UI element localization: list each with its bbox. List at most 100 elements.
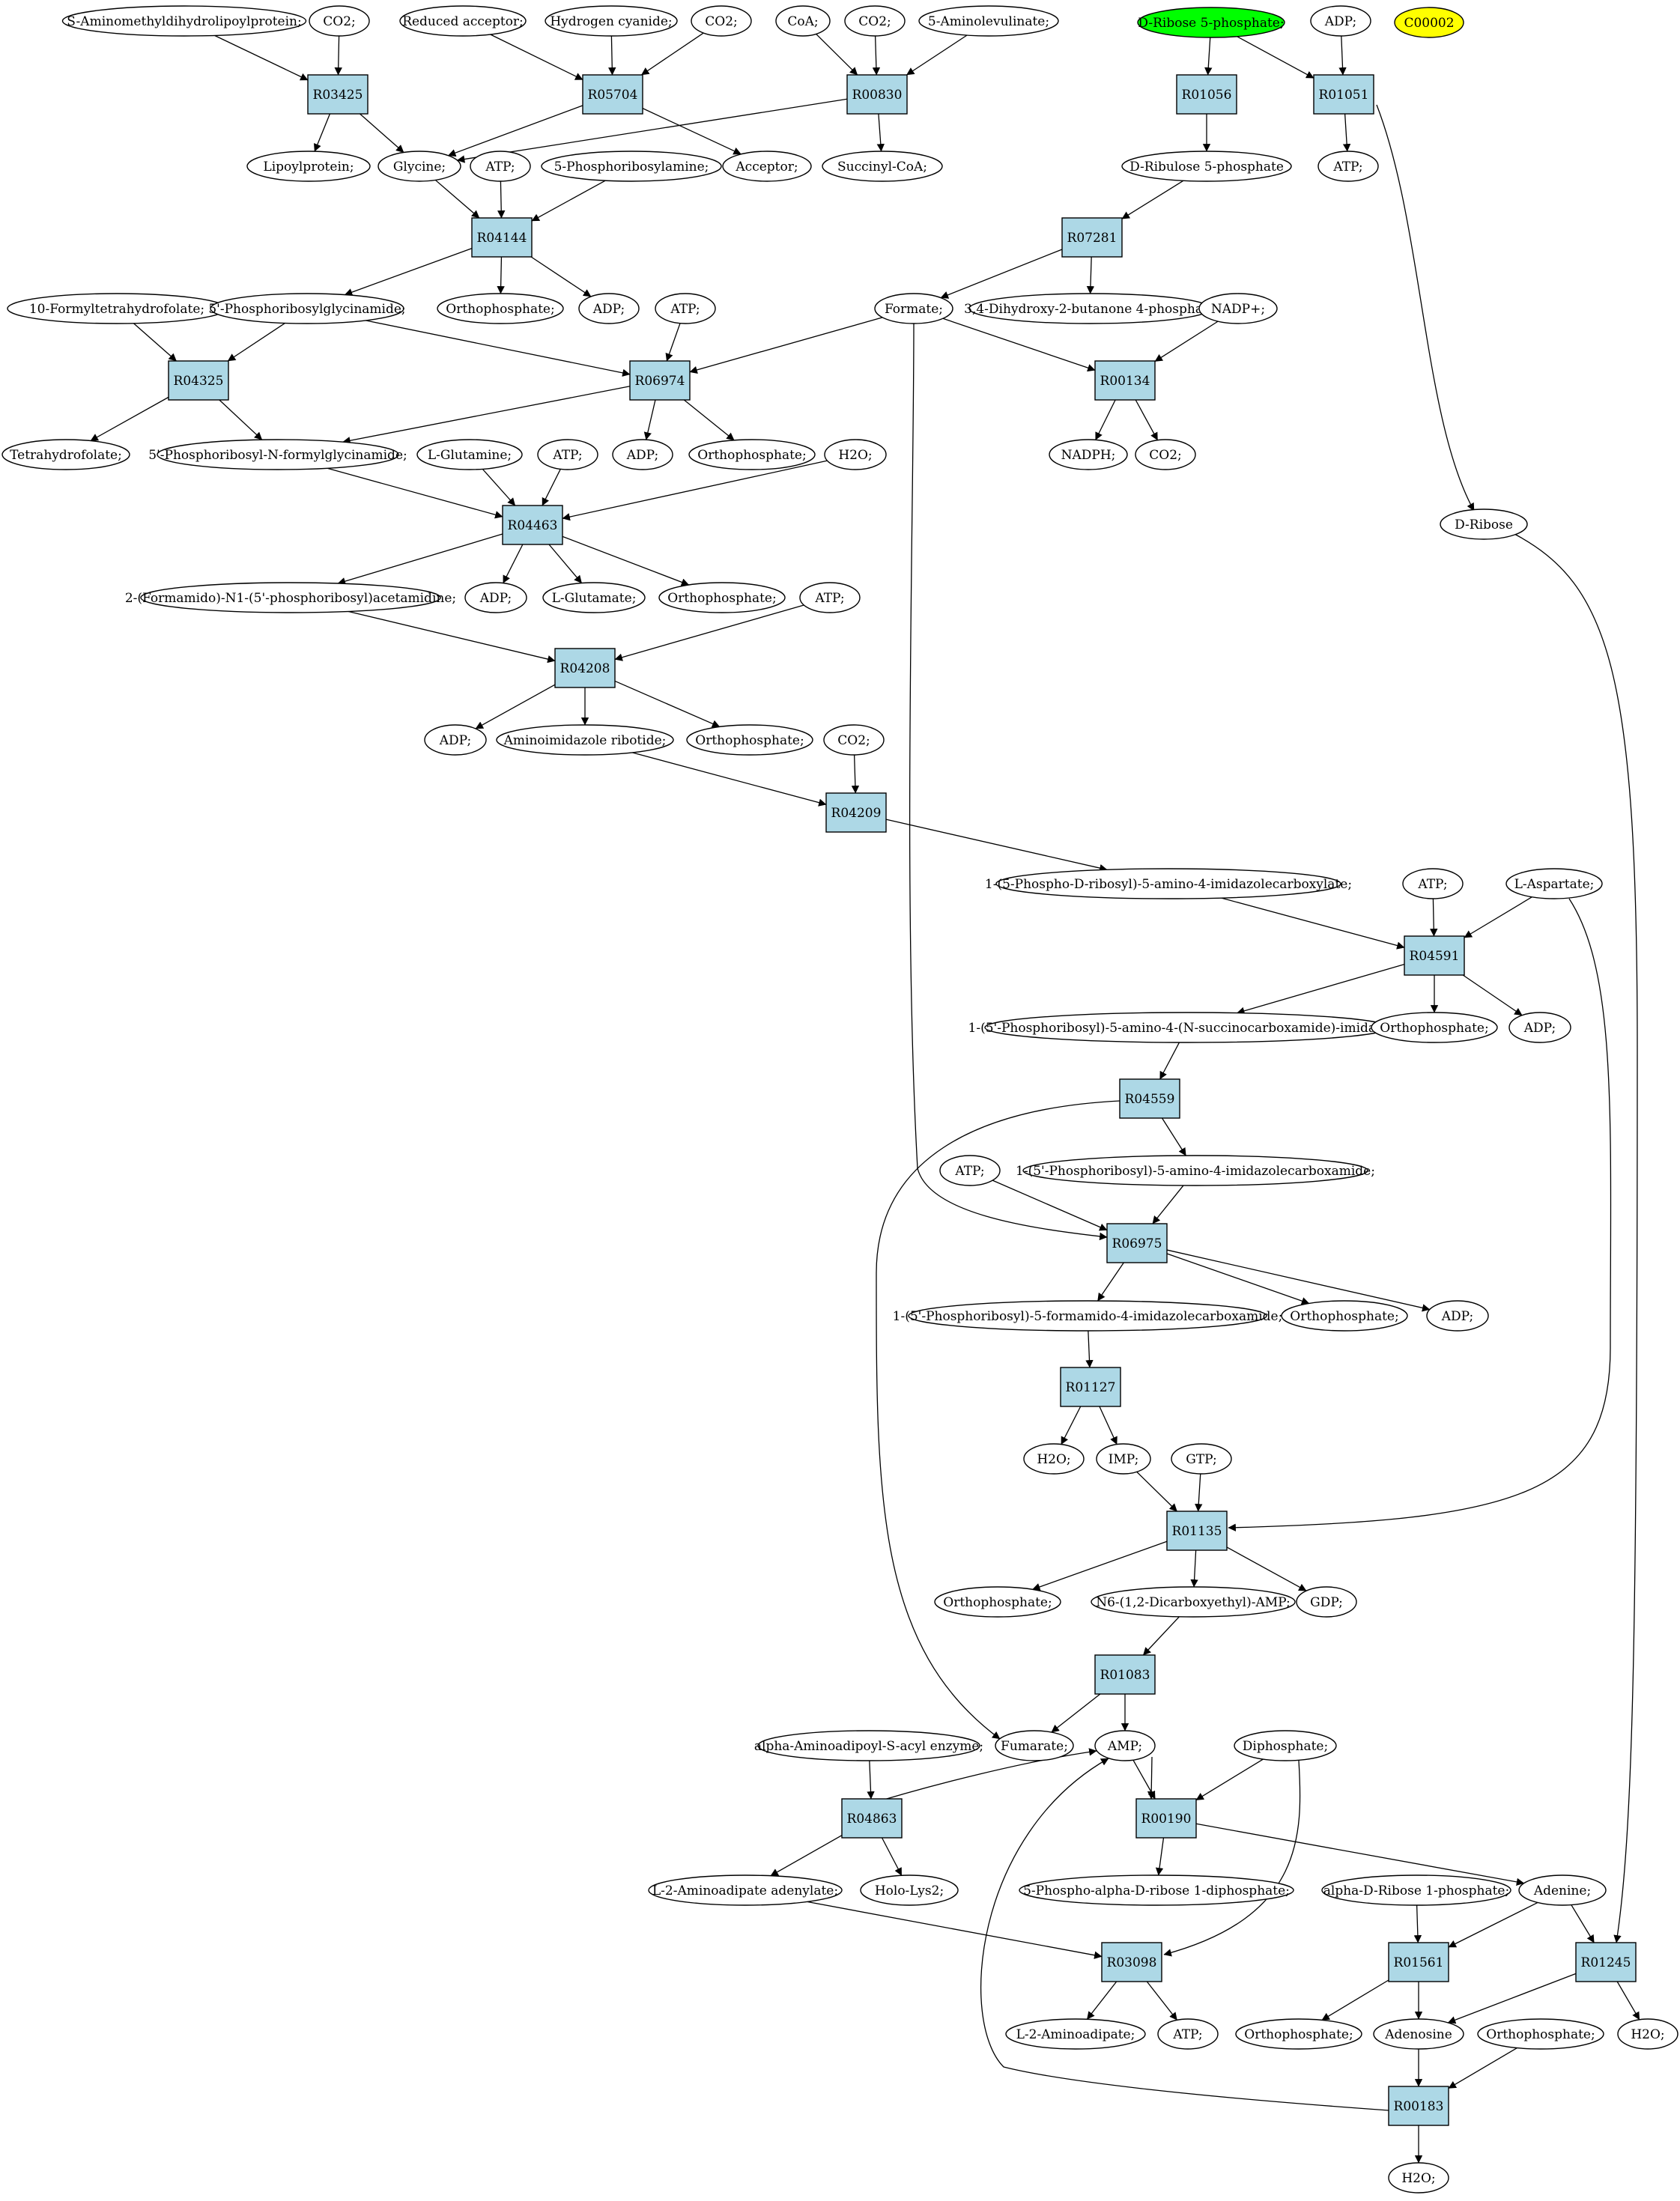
compound-hcn[interactable]: Hydrogen cyanide; xyxy=(545,5,678,37)
compound-nadph[interactable]: NADPH; xyxy=(1049,439,1128,470)
compound-acc[interactable]: Acceptor; xyxy=(722,151,812,182)
compound-pi_2[interactable]: Orthophosphate; xyxy=(688,439,816,470)
compound-redacc[interactable]: Reduced acceptor; xyxy=(399,5,527,37)
compound-c00002[interactable]: C00002 xyxy=(1394,7,1464,38)
compound-gly[interactable]: Glycine; xyxy=(377,151,461,182)
compound-aad_aden[interactable]: L-2-Aminoadipate adenylate; xyxy=(648,1874,843,1906)
compound-glu[interactable]: L-Glutamate; xyxy=(542,582,646,613)
compound-gln[interactable]: L-Glutamine; xyxy=(416,439,523,470)
compound-ru5p[interactable]: D-Ribulose 5-phosphate xyxy=(1121,151,1292,182)
compound-thf[interactable]: Tetrahydrofolate; xyxy=(1,439,130,470)
compound-saicar[interactable]: 1-(5'-Phosphoribosyl)-5-amino-4-(N-succi… xyxy=(968,1012,1407,1043)
compound-pi_3[interactable]: Orthophosphate; xyxy=(658,582,786,613)
reaction-R01083[interactable]: R01083 xyxy=(1094,1654,1156,1695)
compound-r1p[interactable]: alpha-D-Ribose 1-phosphate; xyxy=(1321,1874,1511,1906)
reaction-R07281[interactable]: R07281 xyxy=(1061,217,1123,258)
compound-adp_1[interactable]: ADP; xyxy=(578,293,640,324)
compound-air[interactable]: Aminoimidazole ribotide; xyxy=(496,724,674,756)
compound-pi_7[interactable]: Orthophosphate; xyxy=(934,1586,1061,1618)
compound-ppi[interactable]: Diphosphate; xyxy=(1234,1730,1337,1761)
compound-fthf[interactable]: 10-Formyltetrahydrofolate; xyxy=(7,293,227,324)
compound-fgar[interactable]: 5'-Phosphoribosyl-N-formylglycinamide; xyxy=(148,439,407,470)
compound-h2o_3[interactable]: H2O; xyxy=(1617,2018,1679,2050)
compound-aminomethyl[interactable]: S-Aminomethyldihydrolipoylprotein; xyxy=(61,5,307,37)
reaction-R03425[interactable]: R03425 xyxy=(307,74,369,115)
compound-adp_2[interactable]: ADP; xyxy=(612,439,673,470)
compound-atp_6[interactable]: ATP; xyxy=(939,1155,1001,1186)
compound-co2_e[interactable]: CO2; xyxy=(823,724,885,756)
reaction-R01127[interactable]: R01127 xyxy=(1060,1367,1121,1407)
reaction-R01056[interactable]: R01056 xyxy=(1176,74,1237,115)
compound-fum[interactable]: Fumarate; xyxy=(995,1730,1074,1761)
reaction-R01245[interactable]: R01245 xyxy=(1575,1942,1637,1982)
compound-coa[interactable]: CoA; xyxy=(775,5,831,37)
compound-pi_1[interactable]: Orthophosphate; xyxy=(437,293,564,324)
compound-co2_a[interactable]: CO2; xyxy=(309,5,370,37)
compound-adenosine[interactable]: Adenosine xyxy=(1373,2018,1464,2050)
reaction-R04463[interactable]: R04463 xyxy=(502,505,563,545)
compound-h2o_1[interactable]: H2O; xyxy=(824,439,887,470)
compound-adp_top[interactable]: ADP; xyxy=(1310,5,1371,37)
compound-pi_8[interactable]: Orthophosphate; xyxy=(1235,2018,1362,2050)
compound-adp_5[interactable]: ADP; xyxy=(1508,1012,1571,1043)
compound-adp_6[interactable]: ADP; xyxy=(1426,1300,1489,1332)
compound-gar[interactable]: 5'-Phosphoribosylglycinamide; xyxy=(208,293,406,324)
compound-adp_3[interactable]: ADP; xyxy=(464,582,527,613)
reaction-R04863[interactable]: R04863 xyxy=(841,1798,903,1839)
compound-atp_5[interactable]: ATP; xyxy=(1402,868,1464,899)
compound-r5p[interactable]: D-Ribose 5-phosphate; xyxy=(1137,7,1285,38)
reaction-R01561[interactable]: R01561 xyxy=(1388,1942,1449,1982)
reaction-R04559[interactable]: R04559 xyxy=(1119,1078,1180,1119)
compound-atp_4[interactable]: ATP; xyxy=(799,582,861,613)
compound-adenine[interactable]: Adenine; xyxy=(1518,1874,1607,1906)
compound-succ[interactable]: Succinyl-CoA; xyxy=(822,151,943,182)
compound-aad[interactable]: L-2-Aminoadipate; xyxy=(1005,2018,1146,2050)
compound-prpp[interactable]: 5-Phospho-alpha-D-ribose 1-diphosphate; xyxy=(1019,1874,1294,1906)
compound-pi_9[interactable]: Orthophosphate; xyxy=(1477,2018,1604,2050)
reaction-R00134[interactable]: R00134 xyxy=(1094,360,1156,401)
compound-imp[interactable]: IMP; xyxy=(1096,1443,1151,1475)
reaction-R04144[interactable]: R04144 xyxy=(471,217,533,258)
compound-dhbp[interactable]: 3,4-Dihydroxy-2-butanone 4-phosphate xyxy=(964,293,1216,324)
compound-fgam[interactable]: 2-(Formamido)-N1-(5'-phosphoribosyl)acet… xyxy=(125,582,456,613)
compound-h2o_4[interactable]: H2O; xyxy=(1388,2162,1449,2194)
reaction-R04591[interactable]: R04591 xyxy=(1404,935,1465,976)
compound-faicar[interactable]: 1-(5'-Phosphoribosyl)-5-formamido-4-imid… xyxy=(893,1300,1283,1332)
compound-aicar[interactable]: 1-(5'-Phosphoribosyl)-5-amino-4-imidazol… xyxy=(1016,1155,1375,1186)
compound-hololys2[interactable]: Holo-Lys2; xyxy=(860,1874,959,1906)
reaction-R01135[interactable]: R01135 xyxy=(1166,1511,1228,1551)
compound-gtp[interactable]: GTP; xyxy=(1171,1443,1232,1475)
reaction-R05704[interactable]: R05704 xyxy=(582,74,643,115)
compound-sampl[interactable]: N6-(1,2-Dicarboxyethyl)-AMP; xyxy=(1091,1586,1296,1618)
compound-adp_4[interactable]: ADP; xyxy=(424,724,487,756)
compound-atp_1[interactable]: ATP; xyxy=(470,151,531,182)
compound-amp[interactable]: AMP; xyxy=(1094,1730,1156,1761)
compound-pi_4[interactable]: Orthophosphate; xyxy=(686,724,813,756)
compound-h2o_2[interactable]: H2O; xyxy=(1023,1443,1085,1475)
compound-cair[interactable]: 1-(5-Phospho-D-ribosyl)-5-amino-4-imidaz… xyxy=(985,868,1352,899)
reaction-R00183[interactable]: R00183 xyxy=(1388,2086,1449,2126)
compound-pi_6[interactable]: Orthophosphate; xyxy=(1281,1300,1408,1332)
compound-aaa_enz[interactable]: alpha-Aminoadipoyl-S-acyl enzyme; xyxy=(754,1730,983,1761)
compound-asp[interactable]: L-Aspartate; xyxy=(1505,868,1603,899)
compound-co2_b[interactable]: CO2; xyxy=(691,5,752,37)
compound-co2_c[interactable]: CO2; xyxy=(844,5,906,37)
compound-formate[interactable]: Formate; xyxy=(874,293,953,324)
compound-co2_d[interactable]: CO2; xyxy=(1135,439,1196,470)
compound-atp_2[interactable]: ATP; xyxy=(655,293,716,324)
reaction-R04208[interactable]: R04208 xyxy=(554,648,616,688)
compound-pi_5[interactable]: Orthophosphate; xyxy=(1371,1012,1498,1043)
compound-atp_top[interactable]: ATP; xyxy=(1317,151,1379,182)
compound-ala[interactable]: 5-Aminolevulinate; xyxy=(918,5,1059,37)
reaction-R04325[interactable]: R04325 xyxy=(168,360,229,401)
reaction-R01051[interactable]: R01051 xyxy=(1313,74,1374,115)
reaction-R06975[interactable]: R06975 xyxy=(1106,1223,1168,1263)
reaction-R03098[interactable]: R03098 xyxy=(1101,1942,1162,1982)
compound-gdp[interactable]: GDP; xyxy=(1296,1586,1357,1618)
compound-atp_7[interactable]: ATP; xyxy=(1157,2018,1219,2050)
compound-ribose[interactable]: D-Ribose xyxy=(1440,508,1528,540)
reaction-R00190[interactable]: R00190 xyxy=(1135,1798,1197,1839)
compound-nadp[interactable]: NADP+; xyxy=(1198,293,1278,324)
compound-pra[interactable]: 5-Phosphoribosylamine; xyxy=(541,151,722,182)
compound-lipo[interactable]: Lipoylprotein; xyxy=(246,151,371,182)
